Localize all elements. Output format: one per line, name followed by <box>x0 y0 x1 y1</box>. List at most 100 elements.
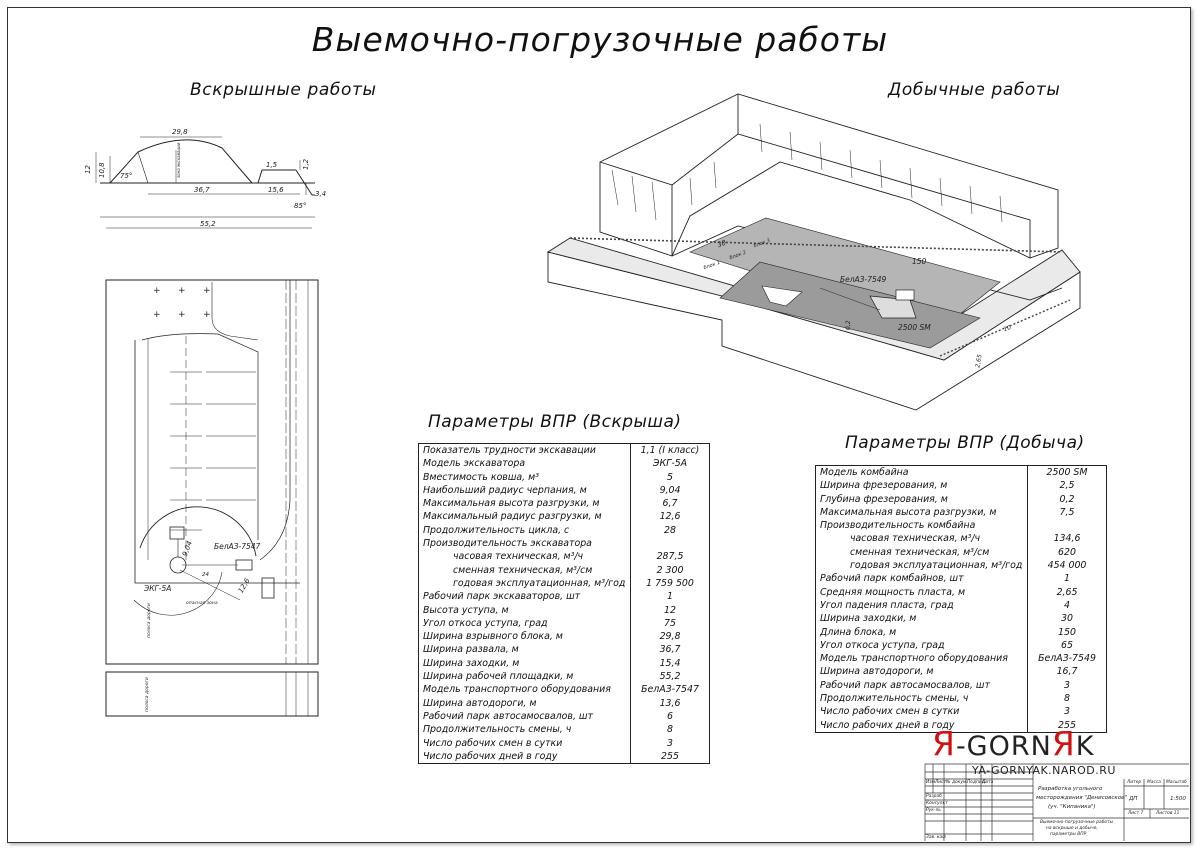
stamp-h-masshtab: Масштаб <box>1166 780 1187 785</box>
page-title: Выемочно-погрузочные работы <box>311 20 889 59</box>
logo-letter-ya: Я <box>932 724 956 763</box>
param-value: 4 <box>1027 598 1107 613</box>
param-name: Ширина развала, м <box>423 644 519 656</box>
stamp-h-massa: Масса <box>1147 780 1161 785</box>
param-value: 6,7 <box>630 497 710 511</box>
param-value: 6 <box>630 709 710 724</box>
svg-text:+: + <box>153 286 161 296</box>
overburden-table-title: Параметры ВПР (Вскрыша) <box>428 412 682 432</box>
param-name: Производительность комбайна <box>820 520 976 532</box>
overburden-profile-dims: 29,8 12 10,8 75° 1,5 1,2 36,7 15,6 3,4 8… <box>84 128 326 228</box>
dim-label: 10,8 <box>98 162 106 178</box>
param-name: Угол падения пласта, град <box>820 599 954 611</box>
param-name: Число рабочих смен в сутки <box>423 737 563 749</box>
param-row: Угол откоса уступа, град 75 <box>419 616 710 631</box>
stamp-col-sign: Подпись <box>967 780 987 785</box>
dim-label: 150 <box>912 257 927 266</box>
dim-label: 85° <box>294 202 306 210</box>
param-name: Наибольший радиус черпания, м <box>423 484 587 496</box>
svg-text:+: + <box>203 286 211 296</box>
combine-label: 2500 SM <box>898 323 931 332</box>
param-row: Максимальный радиус разгрузки, м 12,6 <box>419 510 710 524</box>
dim-label: 15,6 <box>268 186 284 194</box>
param-name: Угол откоса уступа, град <box>820 639 945 651</box>
stamp-project-3: (уч. "Кипаника") <box>1048 804 1096 810</box>
param-name: Модель транспортного оборудования <box>423 684 611 696</box>
param-value: 8 <box>630 723 710 737</box>
param-name: Ширина автодороги, м <box>820 666 934 678</box>
param-name: Максимальный радиус разгрузки, м <box>423 511 602 523</box>
param-name: Число рабочих смен в сутки <box>820 706 960 718</box>
logo-k: K <box>1075 731 1095 762</box>
param-name: Ширина заходки, м <box>820 613 917 625</box>
param-name: Рабочий парк автосамосвалов, шт <box>423 710 593 722</box>
dim-label: 1,5 <box>266 161 278 169</box>
road-label: полоса дороги <box>145 677 150 712</box>
param-value: 2500 SM <box>1027 465 1107 480</box>
param-value: 1 <box>1027 572 1107 586</box>
param-value: 9,04 <box>630 483 710 498</box>
param-value: 2 300 <box>630 563 710 577</box>
param-name: Длина блока, м <box>820 626 897 638</box>
logo-url[interactable]: YA-GORNYAK.NAROD.RU <box>972 764 1116 777</box>
dim-label: 24 <box>202 572 209 578</box>
stamp-row-ruk: Рук-ль <box>926 808 941 813</box>
dim-label: 1,2 <box>302 158 310 170</box>
param-name: Число рабочих дней в году <box>820 719 955 731</box>
param-row: Рабочий парк автосамосвалов, шт 6 <box>419 709 710 724</box>
stamp-project-1: Разработка угольного <box>1038 786 1103 792</box>
logo-letter-ya-2: Я <box>1051 724 1076 763</box>
truck-label: БелАЗ-7547 <box>214 542 261 551</box>
dim-label: 55,2 <box>200 220 216 228</box>
param-name: Рабочий парк экскаваторов, шт <box>423 591 581 603</box>
param-value <box>1027 519 1107 533</box>
param-value: 5 <box>630 470 710 484</box>
param-value: 13,6 <box>630 696 710 710</box>
param-value: 75 <box>630 616 710 631</box>
block-label: блок 1 <box>703 260 721 272</box>
param-value: 3 <box>1027 678 1107 693</box>
param-name: Ширина заходки, м <box>423 657 520 669</box>
logo-text: Я-GORNЯK <box>932 724 1094 763</box>
param-value: 3 <box>630 736 710 750</box>
param-name: Угол откоса уступа, град <box>423 617 548 629</box>
param-name: Ширина взрывного блока, м <box>423 631 563 643</box>
stamp-list: Лист 7 <box>1128 811 1144 816</box>
road-label: полоса дороги <box>147 603 152 638</box>
overburden-plan-labels: ЭКГ-5А БелАЗ-7547 9,04 12,6 24 опасная з… <box>143 540 261 712</box>
svg-text:+: + <box>153 310 161 320</box>
param-row: Наибольший радиус черпания, м 9,04 <box>419 483 710 498</box>
param-value: 16,7 <box>1027 665 1107 679</box>
stamp-row-konsult: Консульт <box>926 801 948 806</box>
mining-isometric-labels: 150 30 БелАЗ-7549 2500 SM блок 1 блок 2 … <box>703 238 1012 369</box>
param-name: Максимальная высота разгрузки, м <box>820 506 997 518</box>
param-value: 12,6 <box>630 510 710 524</box>
excavator-label: ЭКГ-5А <box>143 584 171 593</box>
param-value <box>630 537 710 551</box>
param-name: сменная техническая, м³/см <box>850 546 990 558</box>
